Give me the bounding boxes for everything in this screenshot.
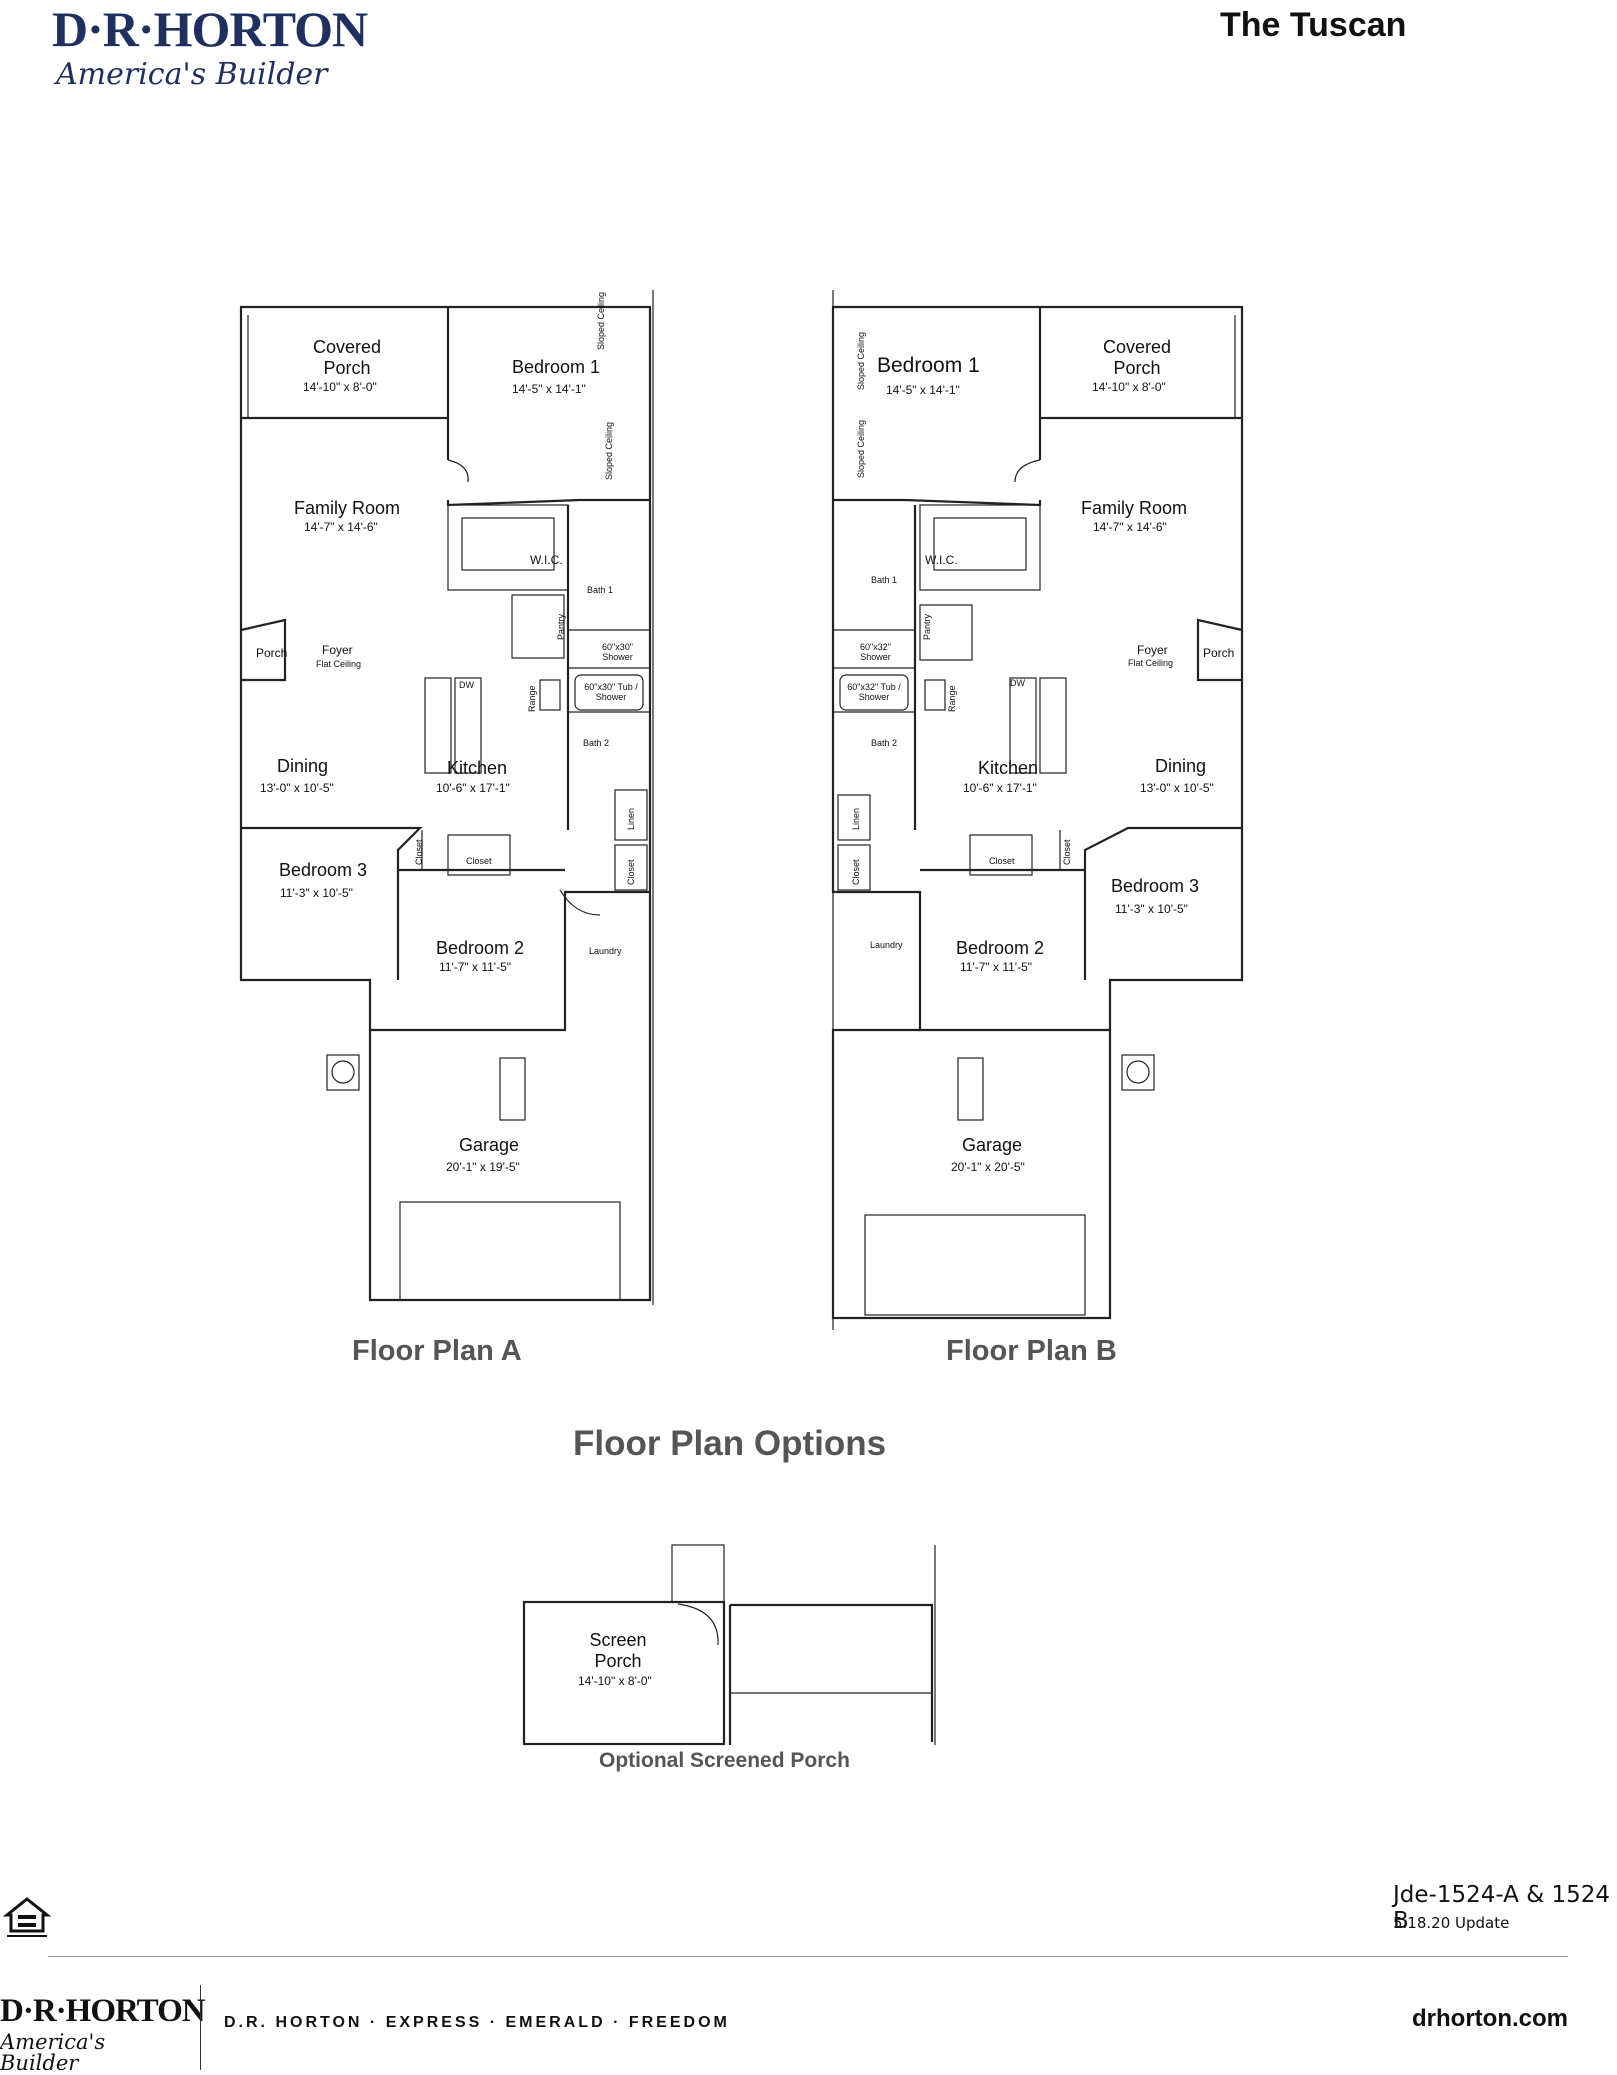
plan-b-family-room-dims: 14'-7" x 14'-6" bbox=[1093, 520, 1167, 534]
plan-a-bath1-label: Bath 1 bbox=[587, 585, 614, 595]
plan-a-wic-label: W.I.C. bbox=[530, 553, 563, 567]
plan-b-kitchen-dims: 10'-6" x 17'-1" bbox=[963, 781, 1037, 795]
plan-a-dining-label: Dining bbox=[277, 756, 329, 776]
plan-b-sloped-ceiling-1: Sloped Ceiling bbox=[856, 331, 866, 390]
plan-a-shower-label: 60"x30" Shower bbox=[602, 642, 633, 662]
plan-a-covered-porch-label: Covered Porch bbox=[312, 337, 382, 378]
plan-a-tub-label: 60"x30" Tub / Shower bbox=[584, 682, 638, 702]
plan-b-bedroom3-label: Bedroom 3 bbox=[1111, 876, 1200, 896]
footer-divider bbox=[48, 1956, 1568, 1957]
plan-a-bedroom1-dims: 14'-5" x 14'-1" bbox=[512, 382, 586, 396]
plan-b-shower-label: 60"x32" Shower bbox=[860, 642, 891, 662]
plan-a-garage-dims: 20'-1" x 19'-5" bbox=[446, 1160, 520, 1174]
plan-a-linen-label: Linen bbox=[626, 807, 636, 830]
plan-b-bedroom2-label: Bedroom 2 bbox=[956, 938, 1045, 958]
plan-b-sloped-ceiling-2: Sloped Ceiling bbox=[856, 419, 866, 478]
plan-a-garage-label: Garage bbox=[459, 1135, 520, 1155]
plan-b-laundry-label: Laundry bbox=[870, 940, 903, 950]
brand-logo: D·R·HORTON America's Builder bbox=[52, 4, 382, 104]
plan-b-flat-ceiling-label: Flat Ceiling bbox=[1128, 658, 1174, 668]
brand-tagline: America's Builder bbox=[56, 57, 328, 92]
plan-b-pantry-label: Pantry bbox=[922, 613, 932, 640]
plan-a-bedroom2-closet-label: Closet bbox=[466, 856, 492, 866]
footer-logo: D·R·HORTON America's Builder bbox=[0, 1993, 206, 2075]
plan-a-bedroom2-dims: 11'-7" x 11'-5" bbox=[439, 960, 512, 974]
plan-a-range-label: Range bbox=[527, 685, 537, 712]
plan-a-sloped-ceiling-2: Sloped Ceiling bbox=[604, 421, 614, 480]
options-title: Floor Plan Options bbox=[573, 1424, 887, 1463]
floor-plan-a bbox=[239, 290, 654, 1305]
plan-a-covered-porch-dims: 14'-10" x 8'-0" bbox=[303, 380, 377, 394]
plan-b-bath2-label: Bath 2 bbox=[871, 738, 898, 748]
plan-b-bath1-label: Bath 1 bbox=[871, 575, 898, 585]
plan-a-flat-ceiling-label: Flat Ceiling bbox=[316, 659, 362, 669]
plan-a-bedroom3-dims: 11'-3" x 10'-5" bbox=[280, 886, 353, 900]
plan-b-kitchen-label: Kitchen bbox=[978, 758, 1039, 778]
update-date: 5.18.20 Update bbox=[1393, 1914, 1510, 1932]
plan-b-title: Floor Plan B bbox=[946, 1335, 1117, 1367]
plan-a-hall-closet-label: Closet bbox=[626, 859, 636, 885]
equal-housing-icon bbox=[2, 1893, 52, 1941]
plan-b-bedroom3-closet-label: Closet bbox=[1062, 839, 1072, 865]
plan-b-bedroom1-dims: 14'-5" x 14'-1" bbox=[886, 383, 960, 397]
footer-wordmark: D·R·HORTON bbox=[0, 1993, 206, 2029]
plan-b-covered-porch-label: Covered Porch bbox=[1102, 337, 1172, 378]
footer-website-link[interactable]: drhorton.com bbox=[1412, 2005, 1568, 2032]
plan-a-bath2-label: Bath 2 bbox=[583, 738, 610, 748]
plan-a-porch-label: Porch bbox=[256, 646, 288, 660]
plan-name: The Tuscan bbox=[1220, 6, 1407, 44]
plan-b-bedroom2-dims: 11'-7" x 11'-5" bbox=[960, 960, 1033, 974]
plan-b-porch-label: Porch bbox=[1203, 646, 1235, 660]
plan-b-garage-dims: 20'-1" x 20'-5" bbox=[951, 1160, 1025, 1174]
plan-a-bedroom3-closet-label: Closet bbox=[414, 839, 424, 865]
screened-porch-option bbox=[522, 1544, 936, 1746]
plan-a-pantry-label: Pantry bbox=[556, 613, 566, 640]
plan-a-kitchen-dims: 10'-6" x 17'-1" bbox=[436, 781, 510, 795]
footer-brands: D.R. HORTON · EXPRESS · EMERALD · FREEDO… bbox=[224, 2014, 730, 2031]
plan-a-kitchen-label: Kitchen bbox=[447, 758, 508, 778]
plan-a-bedroom1-label: Bedroom 1 bbox=[512, 357, 601, 377]
plan-b-dining-label: Dining bbox=[1155, 756, 1207, 776]
screen-porch-dims: 14'-10" x 8'-0" bbox=[578, 1674, 652, 1688]
plan-a-title: Floor Plan A bbox=[352, 1335, 522, 1367]
plan-a-dw-label: DW bbox=[459, 680, 474, 690]
options-caption: Optional Screened Porch bbox=[599, 1749, 850, 1772]
plan-b-bedroom1-label: Bedroom 1 bbox=[877, 354, 980, 377]
plan-b-bedroom2-closet-label: Closet bbox=[989, 856, 1015, 866]
plan-b-bedroom3-dims: 11'-3" x 10'-5" bbox=[1115, 902, 1188, 916]
plan-a-sloped-ceiling-1: Sloped Ceiling bbox=[596, 291, 606, 350]
plan-b-wic-label: W.I.C. bbox=[925, 553, 958, 567]
plan-b-covered-porch-dims: 14'-10" x 8'-0" bbox=[1092, 380, 1166, 394]
plan-b-range-label: Range bbox=[947, 685, 957, 712]
plan-a-bedroom3-label: Bedroom 3 bbox=[279, 860, 368, 880]
plan-a-laundry-label: Laundry bbox=[589, 946, 622, 956]
plan-b-dw-label: DW bbox=[1010, 678, 1025, 688]
plan-b-foyer-label: Foyer bbox=[1137, 643, 1168, 657]
plan-b-hall-closet-label: Closet bbox=[851, 859, 861, 885]
screen-porch-label: Screen Porch bbox=[589, 1630, 647, 1671]
floor-plan-b bbox=[831, 290, 1244, 1330]
plan-a-dining-dims: 13'-0" x 10'-5" bbox=[260, 781, 334, 795]
plan-a-family-room-label: Family Room bbox=[294, 498, 401, 518]
footer-separator bbox=[200, 1985, 201, 2070]
plan-b-family-room-label: Family Room bbox=[1081, 498, 1188, 518]
plan-a-foyer-label: Foyer bbox=[322, 643, 353, 657]
plan-a-family-room-dims: 14'-7" x 14'-6" bbox=[304, 520, 378, 534]
footer-tagline: America's Builder bbox=[0, 2030, 106, 2075]
document-reference: Jde-1524-A & 1524 B bbox=[1393, 1882, 1610, 1934]
plan-b-dining-dims: 13'-0" x 10'-5" bbox=[1140, 781, 1214, 795]
plan-b-linen-label: Linen bbox=[851, 807, 861, 830]
brand-wordmark: D·R·HORTON bbox=[52, 1, 368, 57]
plan-b-tub-label: 60"x32" Tub / Shower bbox=[847, 682, 901, 702]
plan-b-garage-label: Garage bbox=[962, 1135, 1023, 1155]
plan-a-bedroom2-label: Bedroom 2 bbox=[436, 938, 525, 958]
